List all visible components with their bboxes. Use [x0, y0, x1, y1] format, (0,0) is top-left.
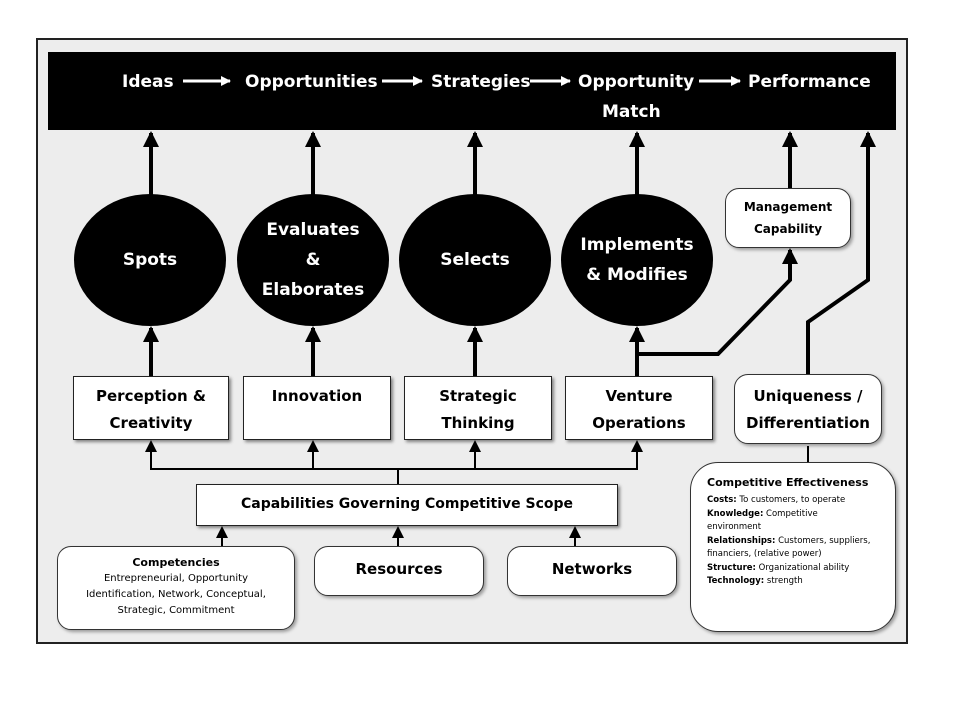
circle-implements: Implements & Modifies — [561, 194, 713, 326]
relationships-text: Customers, suppliers, — [778, 535, 871, 546]
evaluates-label: Evaluates — [266, 220, 360, 240]
arrow-uniqueness-up — [806, 131, 876, 374]
process-bar — [48, 52, 896, 130]
networks-label: Networks — [551, 560, 633, 578]
competencies-line2: Identification, Network, Conceptual, — [86, 589, 266, 600]
knowledge-text: Competitive — [766, 508, 818, 519]
structure-label: Structure: — [707, 562, 756, 573]
perception-creativity-box: Perception & Creativity — [73, 376, 229, 440]
competencies-line1: Entrepreneurial, Opportunity — [103, 573, 248, 584]
selects-label: Selects — [440, 250, 510, 270]
circle-selects: Selects — [399, 194, 551, 326]
knowledge-label: Knowledge: — [707, 508, 764, 519]
circle-spots: Spots — [74, 194, 226, 326]
arrow-implements-management — [637, 248, 798, 356]
costs-label: Costs: — [707, 495, 737, 505]
modifies-label: & Modifies — [586, 265, 688, 285]
venture-operations-box: Venture Operations — [565, 376, 713, 440]
relationships-text2: financiers, (relative power) — [707, 549, 822, 559]
circle-evaluates: Evaluates & Elaborates — [237, 194, 389, 326]
management-capability-box: Management Capability — [725, 188, 851, 248]
relationships-row: Relationships: Customers, suppliers, — [707, 535, 895, 549]
costs-text: To customers, to operate — [739, 495, 846, 505]
innovation-label: Innovation — [271, 387, 363, 405]
venture-line2: Operations — [592, 414, 686, 432]
uniqueness-differentiation-box: Uniqueness / Differentiation — [734, 374, 882, 444]
technology-text: strength — [766, 576, 803, 586]
knowledge-text2: environment — [707, 522, 762, 532]
management-line2: Capability — [753, 222, 823, 236]
competitive-scope-box: Capabilities Governing Competitive Scope — [196, 484, 618, 526]
resources-box: Resources — [314, 546, 484, 596]
scope-label: Capabilities Governing Competitive Scope — [240, 496, 574, 512]
technology-row: Technology: strength — [707, 575, 895, 589]
knowledge-row: Knowledge: Competitive — [707, 508, 895, 522]
step-performance: Performance — [748, 72, 871, 92]
ampersand-label: & — [305, 250, 321, 270]
strategic-line1: Strategic — [439, 387, 517, 405]
networks-box: Networks — [507, 546, 677, 596]
costs-row: Costs: To customers, to operate — [707, 494, 895, 508]
relationships-label: Relationships: — [707, 535, 776, 546]
structure-text: Organizational ability — [758, 562, 850, 573]
elaborates-label: Elaborates — [261, 280, 365, 300]
step-strategies: Strategies — [431, 72, 531, 92]
competencies-title: Competencies — [132, 556, 220, 569]
uniqueness-line2: Differentiation — [746, 414, 870, 432]
perception-line1: Perception & — [96, 387, 206, 405]
perception-line2: Creativity — [109, 414, 193, 432]
strategic-line2: Thinking — [441, 414, 515, 432]
management-line1: Management — [743, 200, 833, 214]
venture-line1: Venture — [605, 387, 673, 405]
competencies-line3: Strategic, Commitment — [117, 605, 235, 616]
step-match: Match — [602, 102, 661, 122]
spots-label: Spots — [122, 250, 178, 270]
innovation-box: Innovation — [243, 376, 391, 440]
structure-row: Structure: Organizational ability — [707, 562, 895, 576]
scope-distribution-line — [150, 465, 638, 470]
resources-label: Resources — [355, 560, 443, 578]
competencies-box: Competencies Entrepreneurial, Opportunit… — [57, 546, 295, 630]
implements-label: Implements — [580, 235, 694, 255]
competitive-effectiveness-box: Competitive Effectiveness Costs: To cust… — [690, 462, 896, 632]
uniqueness-line1: Uniqueness / — [753, 387, 863, 405]
step-ideas: Ideas — [122, 72, 174, 92]
step-opportunity: Opportunity — [578, 72, 695, 92]
strategic-thinking-box: Strategic Thinking — [404, 376, 552, 440]
technology-label: Technology: — [707, 576, 765, 586]
step-opportunities: Opportunities — [245, 72, 378, 92]
effectiveness-title: Competitive Effectiveness — [707, 476, 869, 489]
